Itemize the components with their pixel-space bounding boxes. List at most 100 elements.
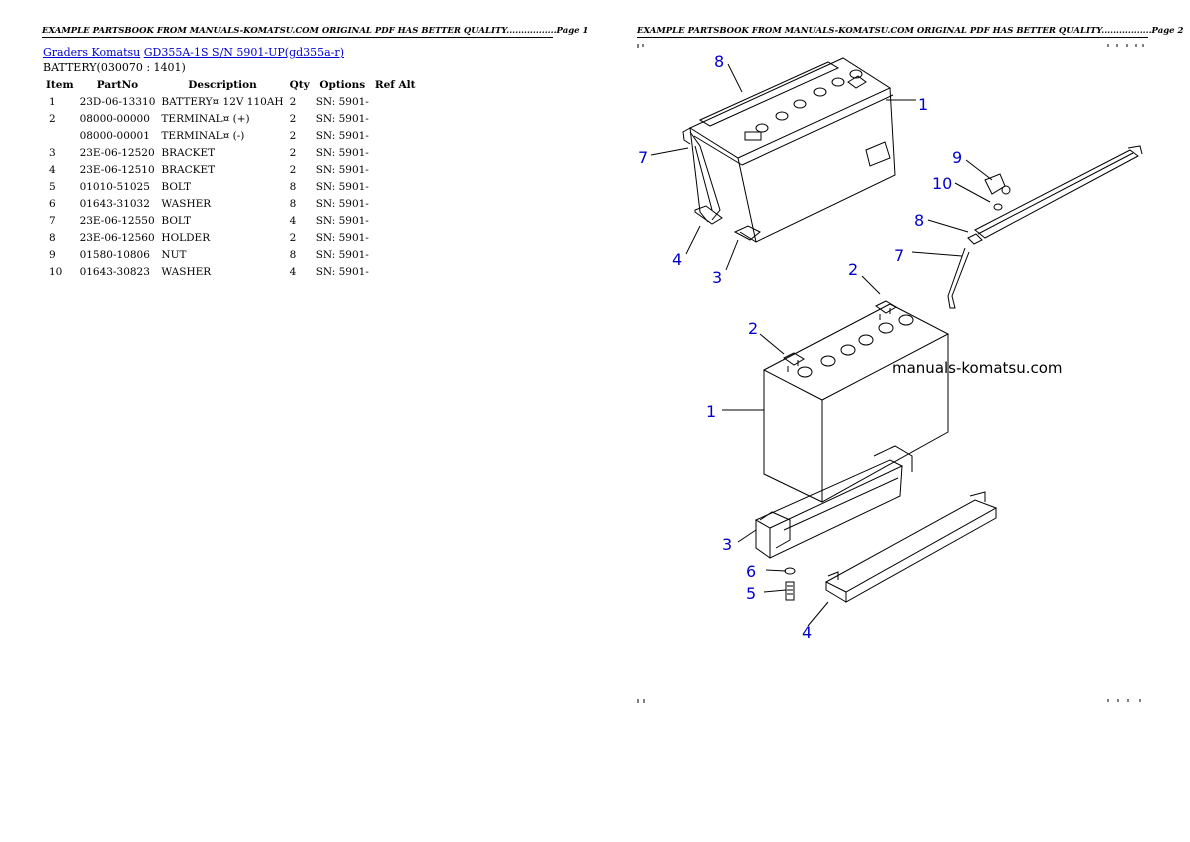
- diagram-callouts: 8 1 7 4 3 9 10 8 7 2 2 1 3 6 5 4: [638, 52, 962, 642]
- partno-cell: 23E-06-12510: [79, 163, 155, 176]
- options-cell: SN: 5901-: [315, 180, 369, 193]
- item-cell: 8: [49, 231, 56, 244]
- qty-cell: 8: [289, 197, 297, 210]
- col-header-item: Item: [46, 78, 74, 91]
- options-cell: SN: 5901-: [315, 146, 369, 159]
- partno-cell: 08000-00001: [79, 129, 150, 142]
- item-cell: 10: [49, 265, 63, 278]
- col-header-options: Options: [319, 78, 366, 91]
- page-header: EXAMPLE PARTSBOOK FROM MANUALS-KOMATSU.C…: [42, 26, 589, 38]
- callout-1-lower[interactable]: 1: [706, 402, 716, 421]
- item-cell: 6: [49, 197, 56, 210]
- description-cell: WASHER: [161, 265, 212, 278]
- options-cell: SN: 5901-: [315, 112, 369, 125]
- partno-cell: 23E-06-12560: [79, 231, 155, 244]
- options-cell: SN: 5901-: [315, 265, 369, 278]
- qty-cell: 2: [289, 163, 297, 176]
- partno-cell: 01643-31032: [79, 197, 150, 210]
- partno-cell: 01643-30823: [79, 265, 150, 278]
- partno-cell: 23D-06-13310: [79, 95, 156, 108]
- qty-cell: 4: [289, 214, 297, 227]
- partno-cell: 23E-06-12550: [79, 214, 155, 227]
- table-row: 3 23E-06-12520 BRACKET 2 SN: 5901-: [43, 144, 418, 161]
- description-cell: WASHER: [161, 197, 212, 210]
- qty-cell: 4: [289, 265, 297, 278]
- item-cell: 3: [49, 146, 56, 159]
- qty-cell: 8: [289, 248, 297, 261]
- callout-7-rod[interactable]: 7: [894, 246, 904, 265]
- diagram-lines: [637, 44, 1144, 703]
- callout-3-lower[interactable]: 3: [722, 535, 732, 554]
- callout-4-top[interactable]: 4: [672, 250, 682, 269]
- bolt-washer-drawing: [784, 567, 796, 601]
- partno-cell: 08000-00000: [79, 112, 150, 125]
- qty-cell: 2: [289, 231, 297, 244]
- item-cell: 7: [49, 214, 56, 227]
- breadcrumb: Graders Komatsu GD355A-1S S/N 5901-UP(gd…: [43, 46, 344, 59]
- col-header-qty: Qty: [289, 78, 310, 91]
- item-cell: 2: [49, 112, 56, 125]
- page-header: EXAMPLE PARTSBOOK FROM MANUALS-KOMATSU.C…: [637, 26, 1184, 38]
- callout-4-lower[interactable]: 4: [802, 623, 812, 642]
- bracket-3-drawing: [754, 445, 913, 559]
- callout-6[interactable]: 6: [746, 562, 756, 581]
- upper-battery-assembly: [682, 57, 896, 243]
- description-cell: TERMINAL¤ (+): [161, 112, 250, 125]
- qty-cell: 2: [289, 146, 297, 159]
- table-header-row: Item PartNo Description Qty Options Ref …: [43, 76, 418, 93]
- callout-1-top[interactable]: 1: [918, 95, 928, 114]
- description-cell: TERMINAL¤ (-): [161, 129, 245, 142]
- table-row: 4 23E-06-12510 BRACKET 2 SN: 5901-: [43, 161, 418, 178]
- leader-lines: [650, 63, 993, 627]
- table-row: 08000-00001 TERMINAL¤ (-) 2 SN: 5901-: [43, 127, 418, 144]
- lower-battery: [762, 300, 950, 503]
- table-row: 10 01643-30823 WASHER 4 SN: 5901-: [43, 263, 418, 280]
- partno-cell: 01580-10806: [79, 248, 150, 261]
- callout-5[interactable]: 5: [746, 584, 756, 603]
- qty-cell: 2: [289, 95, 297, 108]
- bracket-4-drawing: [824, 491, 998, 603]
- options-cell: SN: 5901-: [315, 197, 369, 210]
- col-header-partno: PartNo: [96, 78, 139, 91]
- breadcrumb-link-graders[interactable]: Graders Komatsu: [43, 46, 141, 59]
- callout-7-top[interactable]: 7: [638, 148, 648, 167]
- table-row: 6 01643-31032 WASHER 8 SN: 5901-: [43, 195, 418, 212]
- description-cell: BATTERY¤ 12V 110AH: [161, 95, 284, 108]
- options-cell: SN: 5901-: [315, 129, 369, 142]
- item-cell: 4: [49, 163, 56, 176]
- callout-2-left[interactable]: 2: [748, 319, 758, 338]
- page-2: EXAMPLE PARTSBOOK FROM MANUALS-KOMATSU.C…: [595, 0, 1190, 842]
- qty-cell: 2: [289, 129, 297, 142]
- callout-9[interactable]: 9: [952, 148, 962, 167]
- options-cell: SN: 5901-: [315, 163, 369, 176]
- holder-rod-assembly: [947, 145, 1143, 309]
- description-cell: NUT: [161, 248, 187, 261]
- item-cell: 5: [49, 180, 56, 193]
- options-cell: SN: 5901-: [315, 214, 369, 227]
- partno-cell: 01010-51025: [79, 180, 150, 193]
- partno-cell: 23E-06-12520: [79, 146, 155, 159]
- item-cell: 1: [49, 95, 56, 108]
- watermark-text: manuals-komatsu.com: [892, 359, 1063, 377]
- breadcrumb-link-model[interactable]: GD355A-1S S/N 5901-UP(gd355a-r): [143, 46, 344, 59]
- callout-8-rod[interactable]: 8: [914, 211, 924, 230]
- description-cell: BRACKET: [161, 146, 216, 159]
- callout-10[interactable]: 10: [932, 174, 952, 193]
- page-1: EXAMPLE PARTSBOOK FROM MANUALS-KOMATSU.C…: [42, 26, 589, 280]
- callout-3-top[interactable]: 3: [712, 268, 722, 287]
- options-cell: SN: 5901-: [315, 248, 369, 261]
- callout-8-top[interactable]: 8: [714, 52, 724, 71]
- callout-2-right[interactable]: 2: [848, 260, 858, 279]
- parts-table: Item PartNo Description Qty Options Ref …: [43, 76, 418, 280]
- description-cell: BOLT: [161, 180, 192, 193]
- description-cell: HOLDER: [161, 231, 211, 244]
- description-cell: BRACKET: [161, 163, 216, 176]
- col-header-refalt: Ref Alt: [374, 78, 416, 91]
